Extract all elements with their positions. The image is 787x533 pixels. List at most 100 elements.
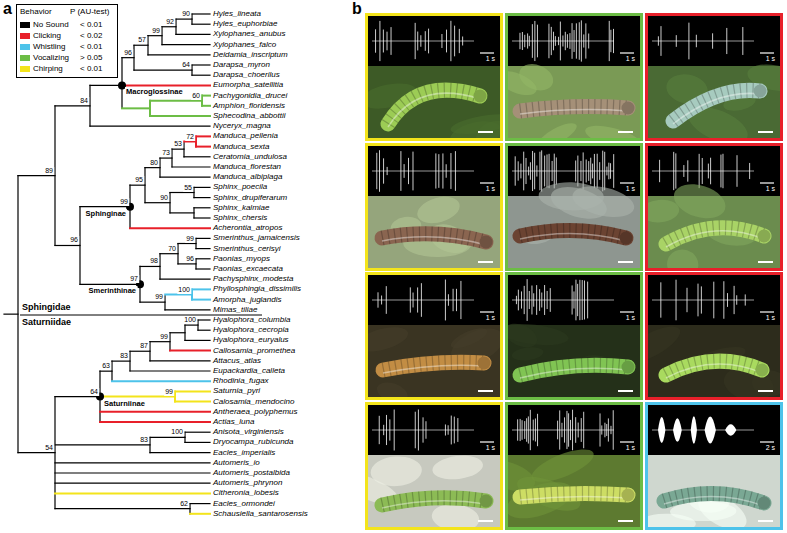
species-name: Sphinx_chersis [213, 213, 267, 223]
tree-branch [192, 24, 210, 25]
tree-branch [55, 444, 150, 445]
tree-branch [150, 360, 210, 361]
tree-branch [130, 351, 150, 352]
species-name: Paonias_excaecata [213, 264, 283, 274]
tree-branch [148, 54, 210, 55]
waveform-baseline [512, 170, 614, 171]
waveform-spike [575, 417, 576, 443]
legend-swatch [20, 33, 30, 39]
waveform-spike [573, 291, 574, 308]
waveform-spike [448, 425, 449, 434]
bootstrap-value: 72 [185, 133, 195, 141]
waveform-spike [710, 157, 711, 184]
species-name: Manduca_pellenia [213, 131, 278, 141]
species-name: Automeris_io [213, 458, 260, 468]
species-name: Pachysphinx_modesta [213, 274, 294, 284]
tree-branch [185, 325, 198, 326]
time-scale-bar [620, 182, 634, 183]
tree-branch [198, 319, 210, 320]
waveform-spike [564, 417, 565, 442]
waveform-spike [417, 287, 418, 312]
waveform-spike [415, 23, 416, 59]
waveform-spike [585, 23, 586, 58]
tree-branch [185, 442, 210, 443]
waveform-spike [450, 153, 451, 189]
waveform-spike [559, 410, 560, 449]
caterpillar-stripe [664, 496, 764, 506]
waveform-spike [400, 151, 401, 191]
waveform-spike [383, 158, 384, 183]
bootstrap-value: 92 [165, 18, 175, 26]
oscillogram-ground [368, 405, 500, 455]
tree-branch [170, 350, 210, 352]
waveform-spike [526, 418, 527, 442]
waveform-spike [420, 35, 421, 47]
waveform-spike [575, 160, 576, 181]
waveform-spike [583, 34, 584, 47]
clade-name: Macroglossinae [125, 87, 184, 96]
waveform-baseline [372, 300, 474, 301]
waveform-spike [518, 161, 519, 180]
waveform-spike [698, 284, 699, 317]
waveform-spike [383, 424, 384, 434]
tree-branch [150, 341, 170, 342]
tree-branch [150, 437, 185, 438]
tree-branch [190, 513, 210, 515]
waveform-spike [660, 282, 661, 317]
waveform-spike [535, 418, 536, 441]
caterpillar-stripe [666, 364, 762, 378]
caterpillar-stripe [520, 233, 626, 241]
waveform-spike [558, 37, 559, 45]
size-scale-bar [478, 390, 493, 392]
waveform-baseline [652, 170, 754, 171]
waveform-spike [613, 154, 614, 188]
caterpillar-head [478, 357, 491, 370]
waveform-spike [539, 289, 540, 311]
waveform-spike [554, 153, 555, 188]
waveform-spike [734, 286, 735, 314]
species-name: Ceratomia_undulosa [213, 152, 287, 162]
oscillogram-ground [648, 146, 780, 196]
bootstrap-value: 64 [181, 61, 191, 69]
family-name: Saturniidae [22, 317, 71, 328]
waveform-spike [533, 419, 534, 440]
oscillogram-photo [648, 146, 780, 268]
waveform-spike [572, 409, 573, 450]
bootstrap-value: 80 [149, 159, 159, 167]
caterpillar-stripe [520, 110, 628, 114]
oscillogram-photo [648, 16, 780, 138]
sound-panel: 1 s [505, 402, 643, 530]
tree-branch [148, 35, 162, 36]
waveform-spike [604, 151, 605, 189]
bootstrap-value: 99 [185, 235, 195, 243]
tree-branch [192, 288, 210, 290]
bootstrap-value: 95 [134, 176, 144, 184]
waveform-spike [522, 420, 523, 440]
waveform-spike [602, 150, 603, 191]
waveform-spike [660, 26, 661, 56]
size-scale-bar [618, 520, 633, 522]
bootstrap-value: 62 [179, 500, 189, 508]
legend-header: Behavior [20, 7, 52, 17]
waveform-spike [569, 33, 570, 49]
species-name: Hyalophora_columbia [213, 315, 290, 325]
size-scale-bar [478, 520, 493, 522]
oscillogram-ground [368, 275, 500, 325]
waveform-spike [722, 153, 723, 187]
waveform-spike [676, 280, 677, 321]
waveform-spike [379, 415, 380, 443]
waveform-spike [550, 288, 551, 312]
species-name: Smerinthus_jamaicensis [213, 233, 300, 243]
species-name: Anisota_virginiensis [213, 427, 284, 437]
tree-branch [196, 248, 210, 249]
tree-branch [165, 294, 192, 296]
species-name: Hyalophora_euryalus [213, 335, 289, 345]
tree-branch [170, 212, 194, 213]
waveform-spike [531, 286, 532, 315]
leaf-shape [368, 322, 411, 356]
species-name: Calosamia_mendocino [213, 397, 294, 407]
tree-branch [162, 26, 176, 27]
oscillogram-photo [368, 405, 500, 527]
waveform-spike [459, 29, 460, 53]
waveform-spike [454, 26, 455, 57]
